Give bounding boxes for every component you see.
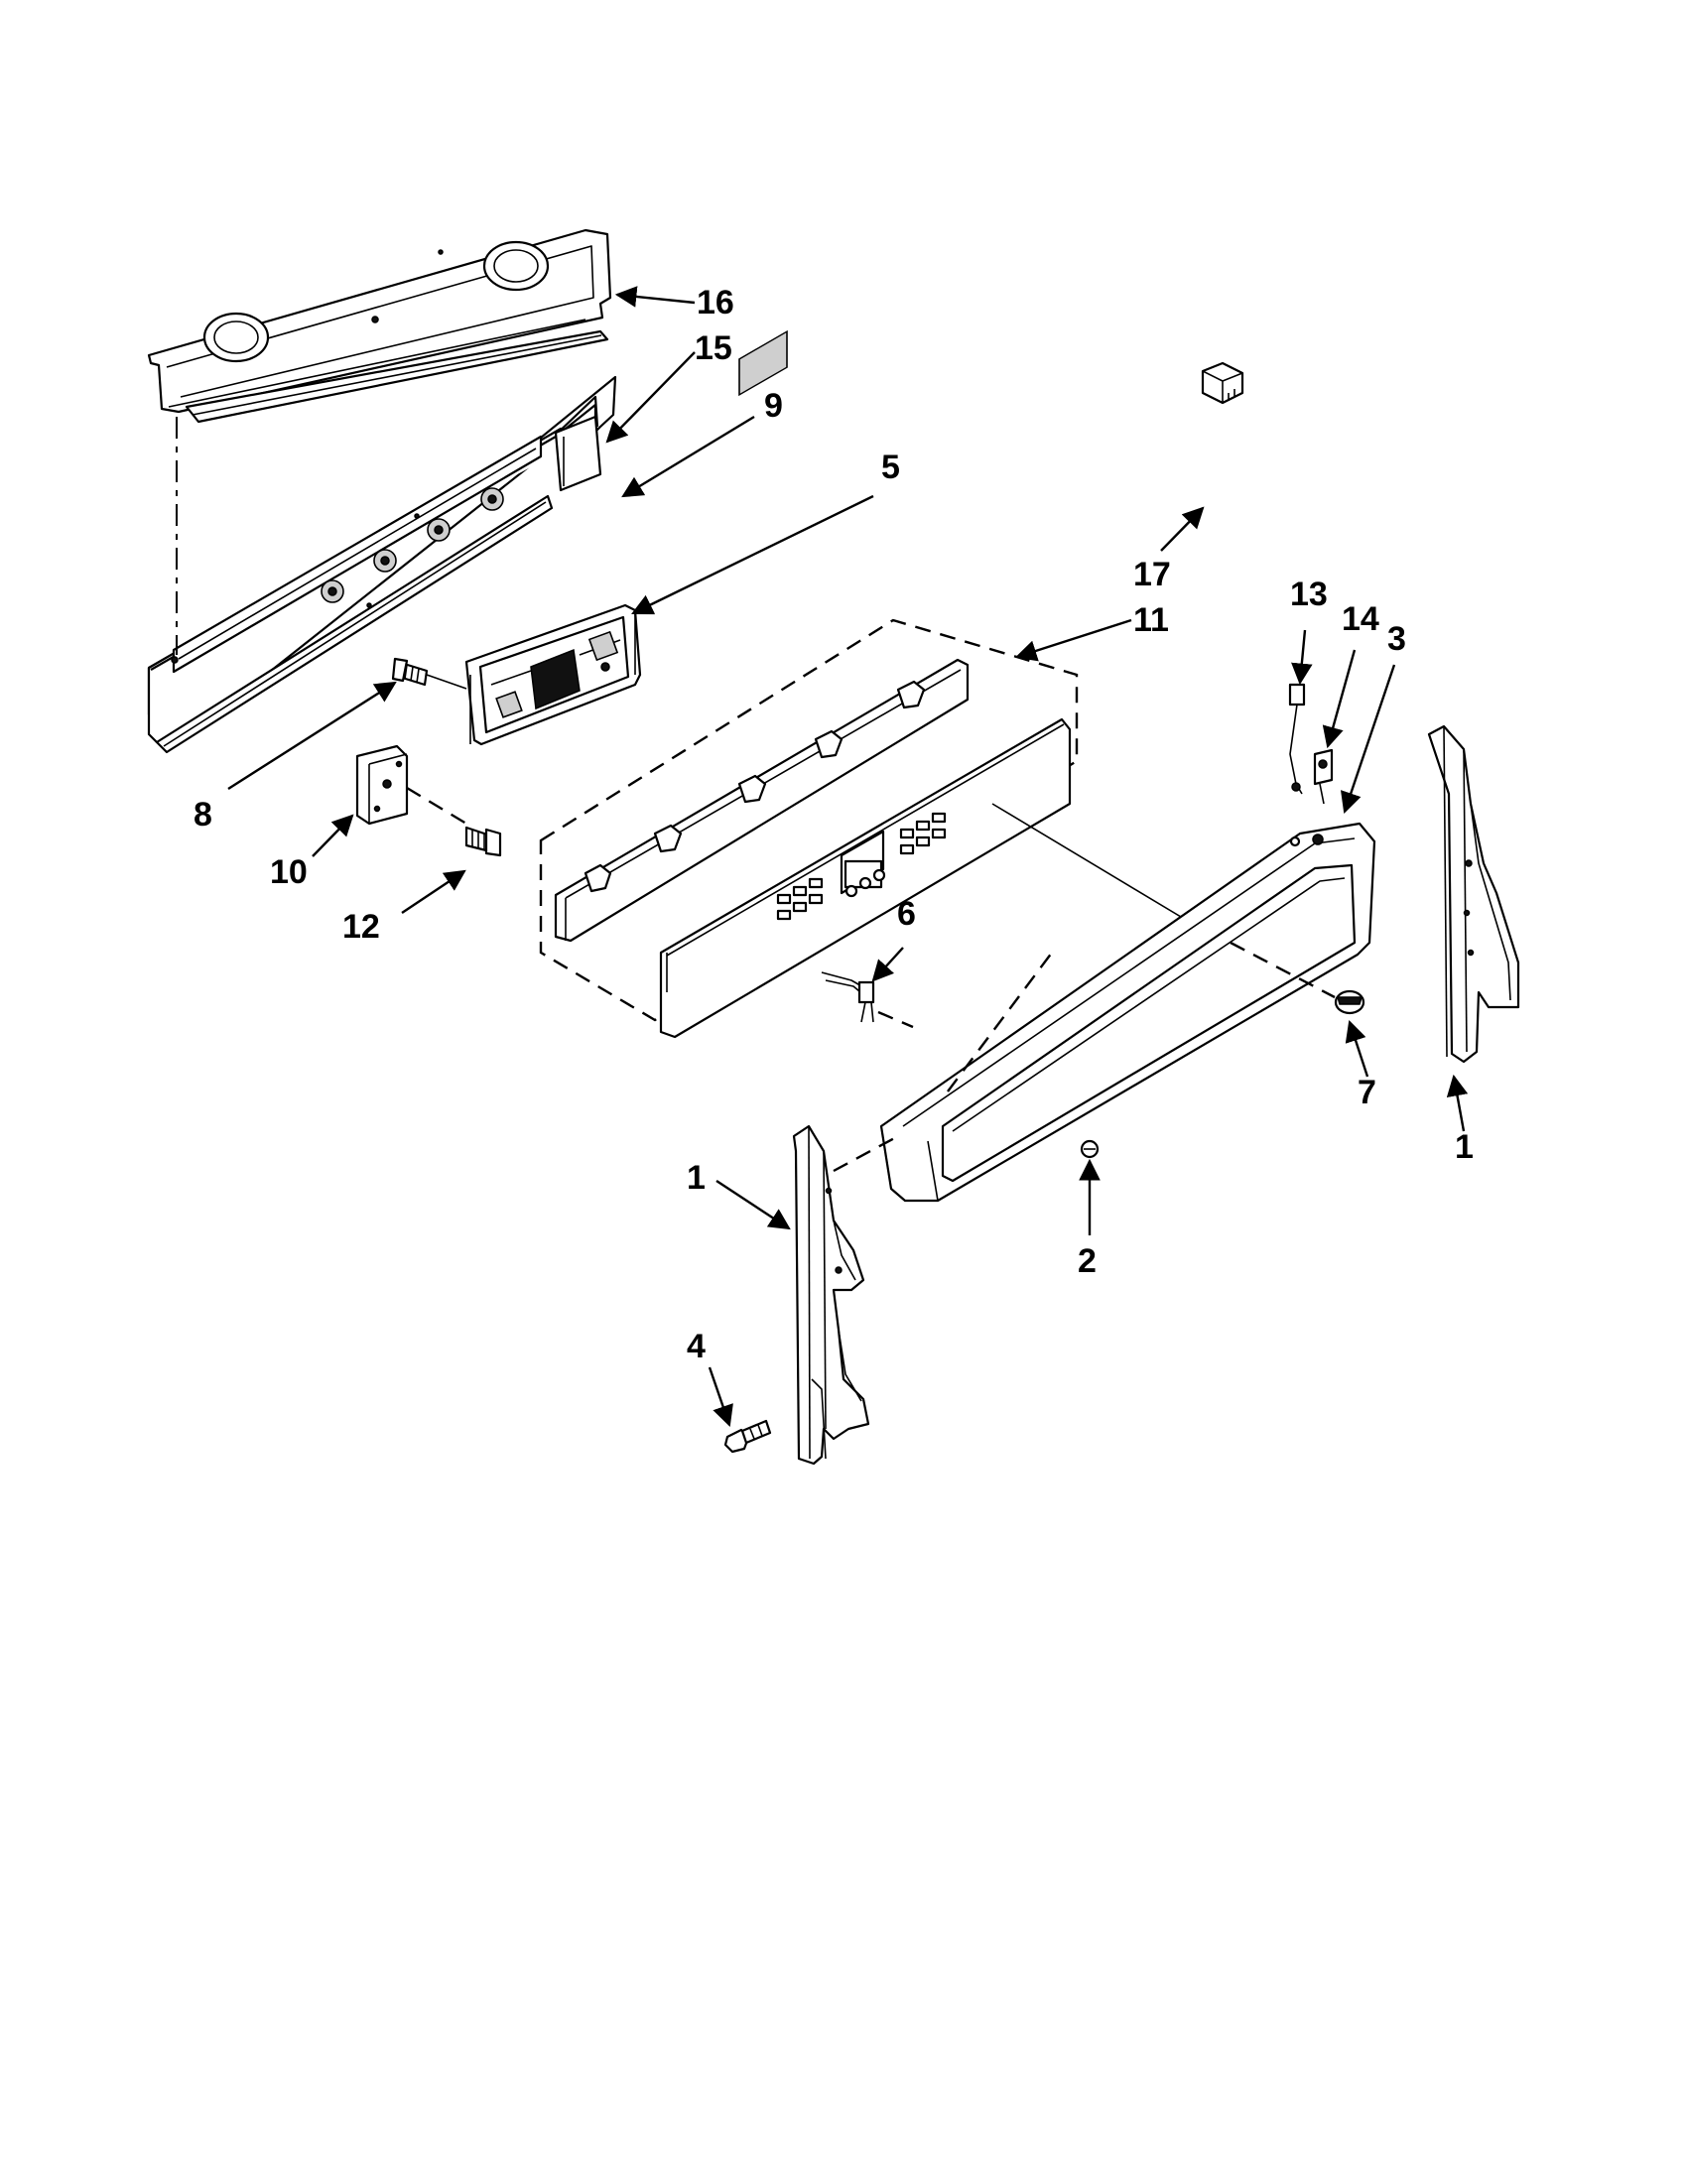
callout-11: 11 (1133, 601, 1169, 639)
part-7-knob (1230, 941, 1365, 1015)
callout-12: 12 (342, 908, 380, 946)
part-2-screw (1080, 1139, 1100, 1159)
part-10-switch (355, 744, 467, 826)
callout-4: 4 (687, 1328, 706, 1365)
callout-1-left: 1 (687, 1159, 706, 1197)
part-5-control-board (464, 603, 642, 746)
callout-10: 10 (270, 853, 308, 891)
part-1-right-side-trim (1427, 724, 1520, 1064)
part-1-left-side-trim (792, 1124, 870, 1466)
keypad-buttons (776, 812, 947, 921)
callout-17: 17 (1133, 556, 1171, 593)
part-14-lamp-socket (1313, 748, 1334, 805)
callout-9: 9 (764, 387, 783, 425)
part-13-sensor (1288, 683, 1306, 795)
part-4-screw (723, 1419, 772, 1454)
part-15-rear-trim (185, 329, 609, 424)
part-9-backing-panel (147, 375, 617, 754)
leader-lines (227, 286, 1469, 1428)
callout-15: 15 (695, 329, 732, 367)
callout-13: 13 (1290, 576, 1328, 613)
part-8-screw (391, 657, 467, 690)
part-11-control-panel (539, 329, 1192, 1039)
callout-labels: 16 15 9 5 11 17 13 14 3 8 10 12 6 7 1 2 … (194, 284, 1474, 1365)
callout-2: 2 (1078, 1242, 1097, 1280)
part-6-wire-harness (821, 971, 914, 1029)
callout-16: 16 (697, 284, 734, 321)
callout-8: 8 (194, 796, 212, 834)
callout-6: 6 (897, 895, 916, 933)
callout-5: 5 (881, 449, 900, 486)
part-12-bolt (464, 826, 502, 857)
callout-7: 7 (1358, 1074, 1376, 1111)
part-17-relay (1201, 361, 1244, 405)
callout-1-right: 1 (1455, 1128, 1474, 1166)
part-16-rear-shield (147, 228, 612, 414)
callout-3: 3 (1387, 620, 1406, 658)
part-3-front-trim (833, 822, 1376, 1203)
callout-14: 14 (1342, 600, 1379, 638)
